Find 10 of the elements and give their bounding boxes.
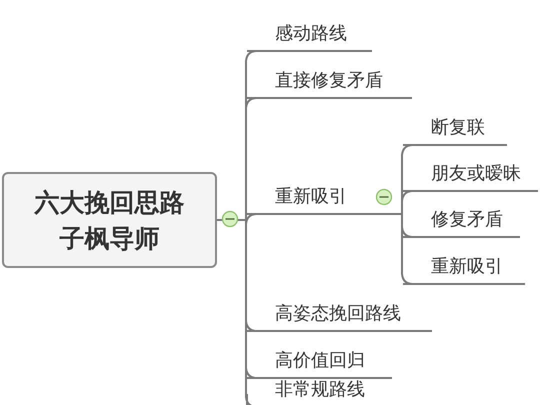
topic-label: 感动路线 bbox=[247, 22, 372, 52]
topic-label: 重新吸引 bbox=[247, 185, 372, 215]
topic-label: 重新吸引 bbox=[403, 255, 525, 285]
topic-label: 直接修复矛盾 bbox=[247, 69, 412, 99]
topic-label: 高姿态挽回路线 bbox=[247, 302, 432, 332]
topic-label: 高价值回归 bbox=[247, 349, 392, 379]
topic-label: 朋友或暧昧 bbox=[403, 162, 538, 192]
topic-label: 修复矛盾 bbox=[403, 208, 520, 238]
central-topic-box: 六大挽回思路 子枫导师 bbox=[2, 172, 217, 268]
topic-label: 断复联 bbox=[403, 116, 507, 146]
